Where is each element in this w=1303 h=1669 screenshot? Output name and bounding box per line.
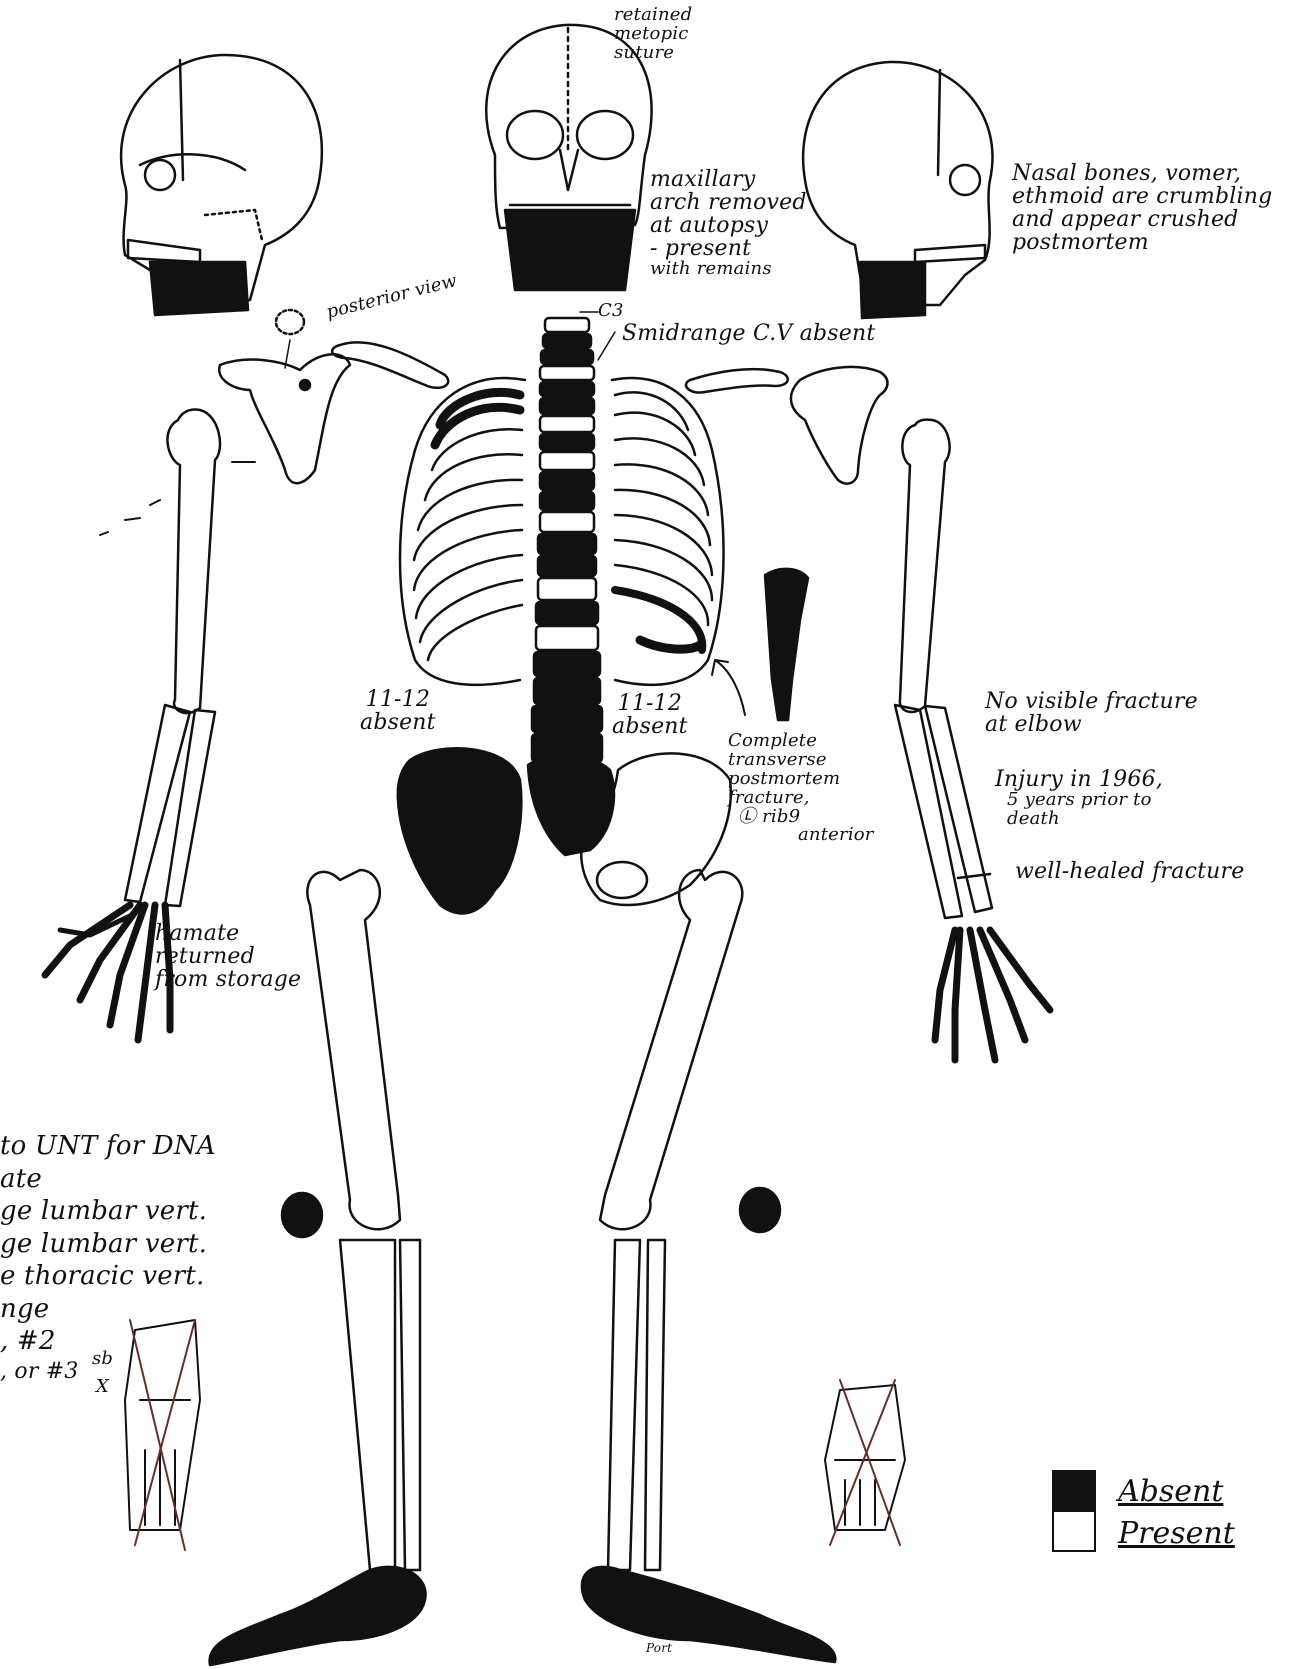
- note-line: hamate: [155, 922, 301, 945]
- note-line: ge lumbar vert.: [0, 1228, 216, 1261]
- note-nasal-bones: Nasal bones, vomer, ethmoid are crumblin…: [1012, 162, 1272, 254]
- note-line: with remains: [650, 260, 807, 279]
- note-line: anterior: [728, 826, 874, 845]
- note-hamate: hamate returned from storage: [155, 922, 301, 991]
- skull-lateral-left: [803, 62, 992, 318]
- rib-cage-left: [612, 378, 724, 685]
- leg-left: [608, 1240, 665, 1570]
- note-line: transverse: [728, 751, 874, 770]
- note-line: absent: [612, 715, 688, 738]
- note-line: from storage: [155, 968, 301, 991]
- note-line: at elbow: [985, 713, 1198, 736]
- note-c3: C3: [598, 302, 624, 321]
- note-line: suture: [614, 44, 692, 63]
- note-line: Nasal bones, vomer,: [1012, 162, 1272, 185]
- patella-left: [740, 1188, 780, 1232]
- note-line: to UNT for DNA: [0, 1130, 216, 1163]
- note-ribs-left-absent: 11-12 absent: [612, 692, 688, 738]
- leader-cv: [598, 332, 615, 360]
- legend-swatch-absent: [1052, 1470, 1096, 1512]
- note-line: ethmoid are crumbling: [1012, 185, 1272, 208]
- note-line: 11-12: [360, 688, 436, 711]
- note-line: Injury in 1966,: [995, 768, 1163, 791]
- note-metopic-suture: retained metopic suture: [614, 6, 692, 63]
- note-injury: Injury in 1966, 5 years prior to death: [995, 768, 1163, 829]
- note-line: 11-12: [612, 692, 688, 715]
- note-dna-list: to UNT for DNA ate ge lumbar vert. ge lu…: [0, 1130, 216, 1385]
- note-line: returned: [155, 945, 301, 968]
- femur-right: [307, 870, 400, 1229]
- note-line: at autopsy: [650, 214, 807, 237]
- note-line: - present: [650, 237, 807, 260]
- note-line: e thoracic vert.: [0, 1260, 216, 1293]
- note-rib-fracture: Complete transverse postmortem fracture,…: [728, 732, 874, 845]
- foot-right: [210, 1567, 426, 1665]
- rib-cage-right: [400, 378, 525, 685]
- sacrum-inset: [765, 569, 808, 720]
- note-elbow: No visible fracture at elbow: [985, 690, 1198, 736]
- leg-right: [340, 1240, 420, 1570]
- legend-swatch-present: [1052, 1510, 1096, 1552]
- note-line: arch removed: [650, 191, 807, 214]
- leader-rib-fracture: [712, 660, 745, 715]
- scapula-left: [791, 367, 888, 484]
- hand-right: [45, 905, 170, 1040]
- note-small-mark-x: X: [96, 1378, 109, 1397]
- legend-label-present: Present: [1118, 1516, 1235, 1551]
- note-small-mark-sb: sb: [92, 1350, 113, 1369]
- note-port: Port: [646, 1642, 672, 1655]
- note-line: metopic: [614, 25, 692, 44]
- hand-left: [935, 930, 1050, 1060]
- scapula-right: [219, 310, 350, 483]
- patella-right: [282, 1193, 322, 1237]
- foot-left: [582, 1567, 835, 1662]
- note-line: nge: [0, 1293, 216, 1326]
- note-cv-absent: Smidrange C.V absent: [622, 322, 875, 345]
- note-line: ate: [0, 1163, 216, 1196]
- note-line: fracture,: [728, 789, 874, 808]
- foot-superior-left: [825, 1380, 905, 1545]
- skull-anterior: [486, 25, 651, 290]
- note-line: death: [995, 810, 1163, 829]
- skull-lateral-right: [121, 55, 322, 315]
- note-line: postmortem: [728, 770, 874, 789]
- note-line: and appear crushed: [1012, 208, 1272, 231]
- note-ribs-right-absent: 11-12 absent: [360, 688, 436, 734]
- note-healed-fracture: well-healed fracture: [1015, 860, 1244, 883]
- note-line: No visible fracture: [985, 690, 1198, 713]
- arm-right: [125, 409, 220, 906]
- femur-left: [600, 870, 742, 1229]
- note-maxillary-arch: maxillary arch removed at autopsy - pres…: [650, 168, 807, 279]
- arm-left: [895, 420, 992, 918]
- clavicle-left: [686, 369, 788, 392]
- note-line: absent: [360, 711, 436, 734]
- note-line: ge lumbar vert.: [0, 1195, 216, 1228]
- note-line: maxillary: [650, 168, 807, 191]
- legend-label-absent: Absent: [1118, 1474, 1223, 1509]
- vertebral-column: [532, 318, 602, 762]
- note-line: postmortem: [1012, 231, 1272, 254]
